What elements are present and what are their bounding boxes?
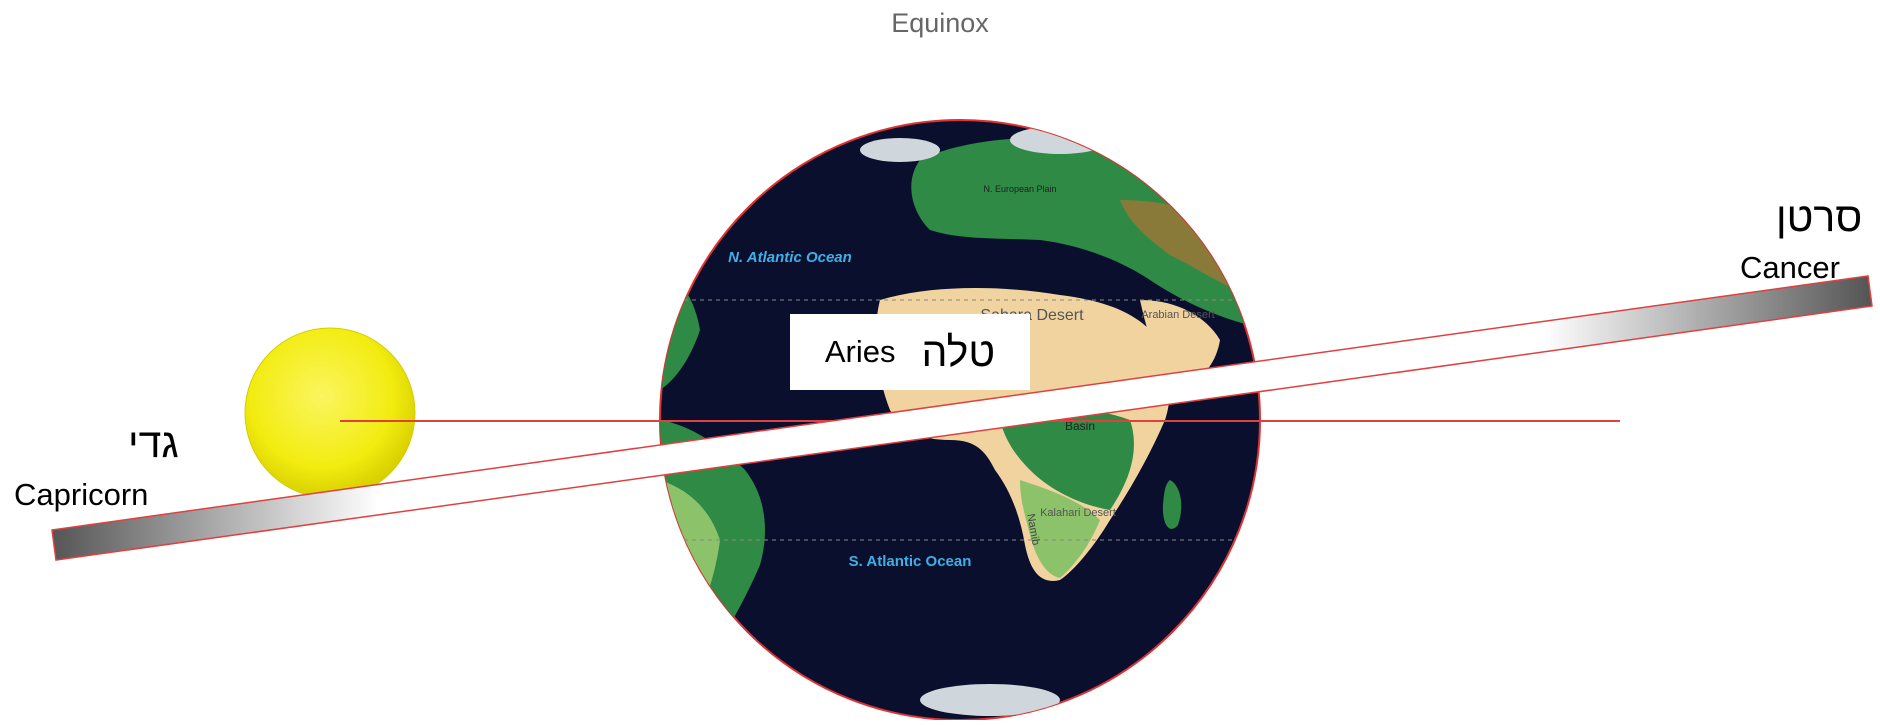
kalahari-label: Kalahari Desert: [1040, 507, 1116, 519]
sun: [244, 327, 416, 499]
capricorn-english-label: Capricorn: [14, 477, 149, 512]
diagram-title: Equinox: [891, 8, 989, 38]
aries-english-label: Aries: [824, 334, 896, 369]
european-plain-label: N. European Plain: [983, 184, 1056, 194]
congo-basin-label: Basin: [1065, 419, 1095, 433]
ecliptic-bar: [51, 275, 1873, 561]
arabian-label: Arabian Desert: [1141, 309, 1214, 321]
n-atlantic-text: N. Atlantic Ocean: [728, 249, 852, 266]
aries-hebrew-label: טלה: [921, 328, 996, 375]
n-atlantic-label: N. Atlantic Ocean: [728, 249, 852, 266]
cancer-hebrew-label: סרטן: [1776, 194, 1863, 240]
s-atlantic-label: S. Atlantic Ocean: [849, 553, 972, 570]
namib-label: Namib: [1024, 513, 1041, 546]
aries-label-box: Aries טלה: [790, 314, 1030, 390]
cancer-english-label: Cancer: [1740, 250, 1840, 285]
capricorn-hebrew-label: גדי: [128, 420, 179, 466]
